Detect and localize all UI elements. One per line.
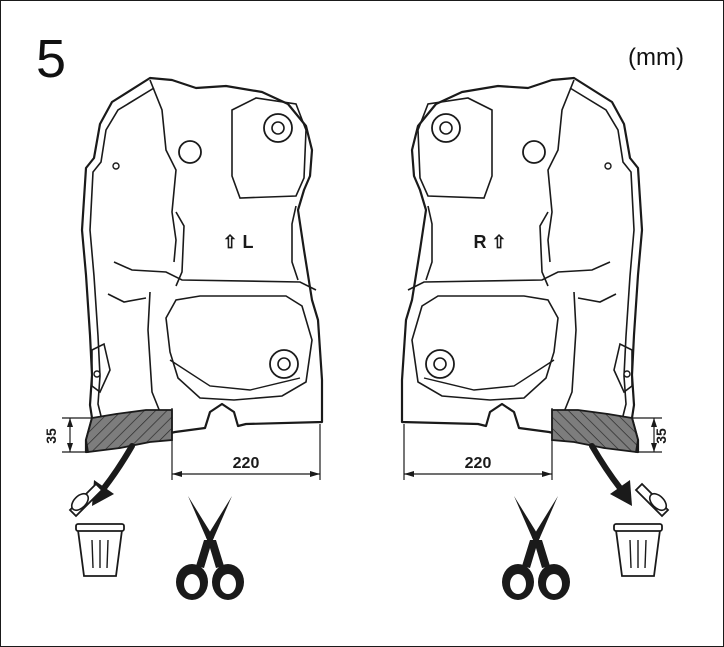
left-height-label: 35 [43,428,59,444]
right-height-label: 35 [653,428,669,444]
scissors-icon [502,496,570,600]
scissors-icon [176,496,244,600]
right-undercover [402,78,662,506]
unit-note: (mm) [628,44,684,71]
right-width-label: 220 [465,455,492,472]
left-width-label: 220 [233,455,260,472]
left-undercover [62,78,322,506]
right-part-mark: R ⇧ [473,232,506,252]
left-part-mark: ⇧ L [222,232,253,252]
step-number: 5 [36,29,67,89]
